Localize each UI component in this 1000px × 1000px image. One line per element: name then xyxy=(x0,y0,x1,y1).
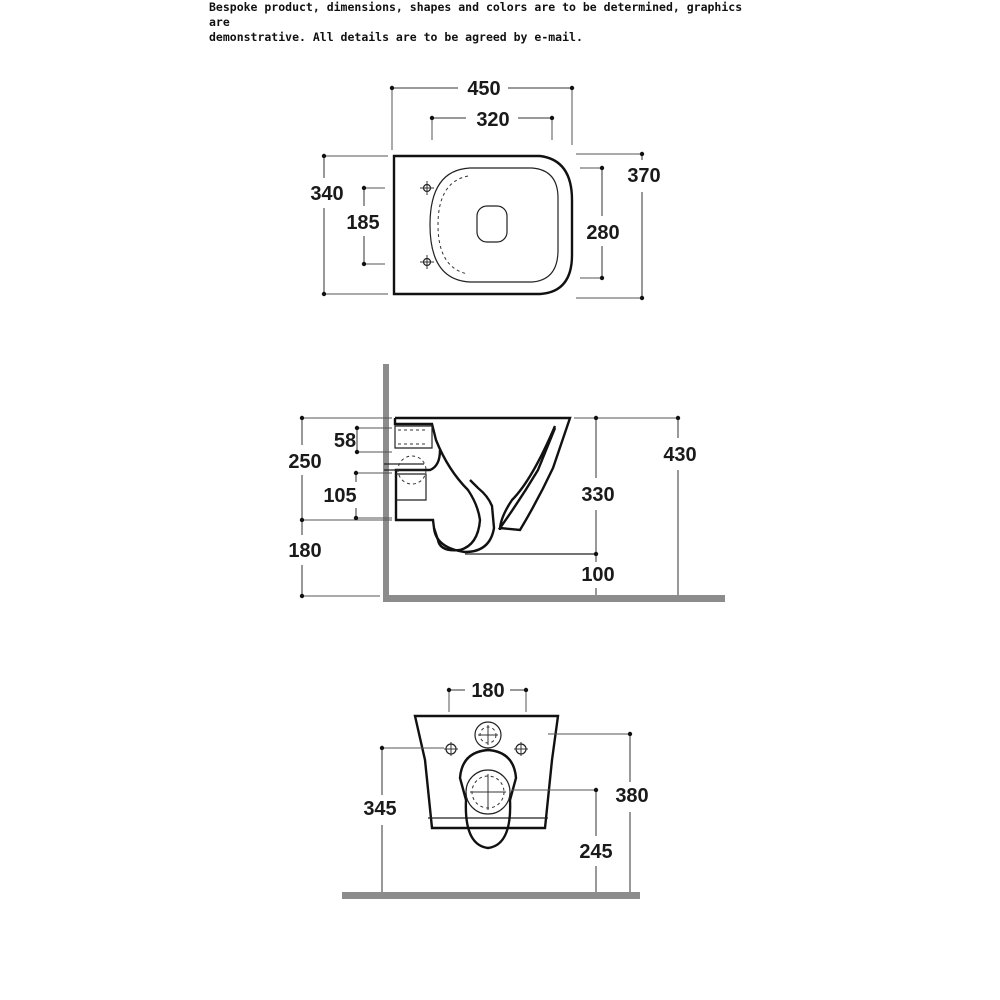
rear-view: 180 345 380 245 xyxy=(342,680,649,899)
dim-height-430: 430 xyxy=(663,444,696,466)
dim-height-345: 345 xyxy=(363,798,396,820)
fixing-bolt-side xyxy=(384,463,424,471)
drain-outline-top xyxy=(476,205,508,243)
disclaimer-line-1: Bespoke product, dimensions, shapes and … xyxy=(209,0,743,29)
outlet-dashed-circle xyxy=(397,455,427,485)
dim-height-380: 380 xyxy=(615,785,648,807)
bowl-underside xyxy=(432,479,496,554)
dim-depth-inner: 280 xyxy=(586,222,619,244)
top-view: 450 320 340 185 370 280 xyxy=(310,78,661,301)
inlet-pipe xyxy=(394,425,433,449)
dim-height-105: 105 xyxy=(323,485,356,507)
fixing-hole-top-upper xyxy=(420,181,434,195)
dim-height-330: 330 xyxy=(581,484,614,506)
wall xyxy=(383,364,389,602)
dim-width-overall: 450 xyxy=(467,78,500,100)
inlet-circle-rear xyxy=(474,721,502,749)
dim-depth-right: 370 xyxy=(627,165,660,187)
disclaimer-line-2: demonstrative. All details are to be agr… xyxy=(209,30,583,44)
outlet-pipe xyxy=(396,473,427,501)
fixing-hole-top-lower xyxy=(420,255,434,269)
inlet-inner xyxy=(398,429,428,445)
dim-height-58: 58 xyxy=(334,430,356,452)
dim-depth-fixing: 185 xyxy=(346,212,379,234)
outlet-circle-rear xyxy=(465,769,511,815)
dim-depth-left: 340 xyxy=(310,183,343,205)
bowl-outline-top xyxy=(392,154,574,296)
dim-width-fixing: 320 xyxy=(476,109,509,131)
inner-rim-dashed xyxy=(437,175,469,275)
dim-height-180: 180 xyxy=(288,540,321,562)
floor-rear xyxy=(342,892,640,899)
side-view: 250 58 105 180 330 100 43 xyxy=(288,364,725,602)
floor-side xyxy=(383,595,725,602)
dim-height-245: 245 xyxy=(579,841,612,863)
fixing-hole-rear-right xyxy=(514,742,528,756)
bowl-outline-rear xyxy=(413,714,560,830)
bowl-outline-side xyxy=(393,416,572,552)
dim-height-100: 100 xyxy=(581,564,614,586)
disclaimer-text: Bespoke product, dimensions, shapes and … xyxy=(209,0,769,45)
dim-height-250: 250 xyxy=(288,451,321,473)
dim-width-180: 180 xyxy=(471,680,504,702)
fixing-hole-rear-left xyxy=(444,742,458,756)
inner-rim-top xyxy=(429,167,559,283)
pedestal-rear xyxy=(458,748,518,850)
